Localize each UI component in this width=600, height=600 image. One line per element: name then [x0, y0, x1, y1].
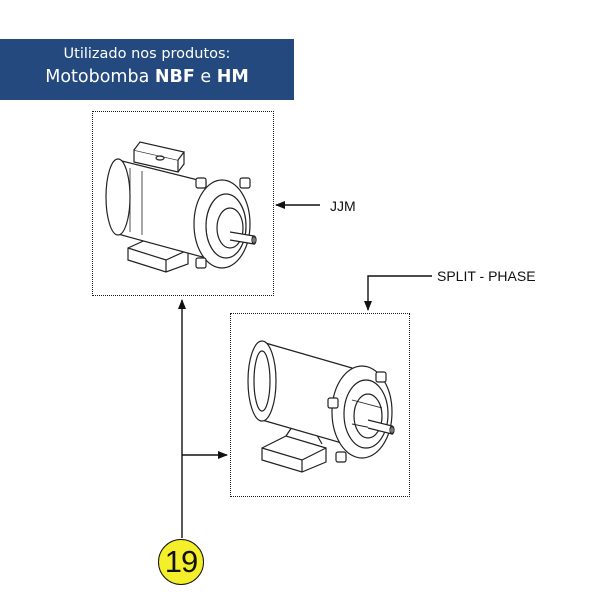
header-product-prefix: Motobomba [45, 67, 155, 87]
header-product-and: e [194, 67, 217, 87]
split-phase-pointer-arrow [364, 275, 432, 311]
jjm-label: JJM [330, 198, 356, 214]
split-phase-motor-box [230, 313, 410, 497]
header-product-nbf: NBF [154, 67, 195, 87]
jjm-motor-illustration [105, 141, 257, 273]
header-line-2: Motobomba NBF e HM [0, 66, 294, 88]
products-header-banner: Utilizado nos produtos: Motobomba NBF e … [0, 39, 294, 100]
split-phase-label: SPLIT - PHASE [437, 268, 536, 284]
header-product-hm: HM [216, 67, 249, 87]
jjm-motor-box [92, 111, 274, 296]
split-phase-motor-illustration [247, 340, 395, 473]
part-number-callout: 19 [158, 539, 204, 585]
header-line-1: Utilizado nos produtos: [63, 46, 231, 62]
